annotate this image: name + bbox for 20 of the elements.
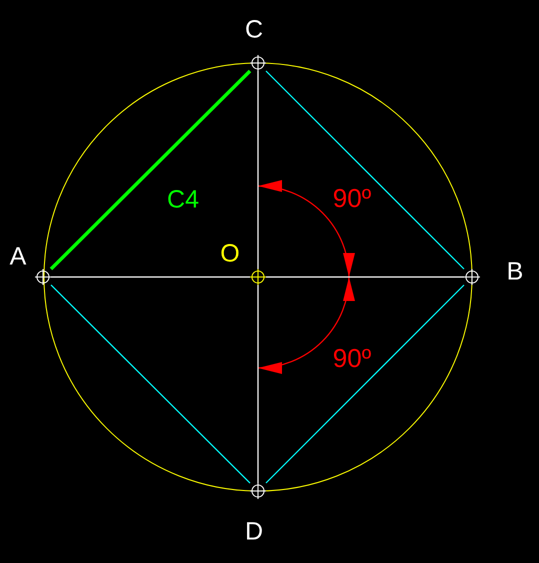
line-segment: [257, 71, 259, 269]
line-segment: [266, 276, 464, 278]
point-marker: [250, 269, 266, 285]
line-segment: [266, 70, 464, 270]
line-segment: [51, 276, 250, 278]
point-marker: [250, 55, 266, 71]
point-marker: [35, 269, 51, 285]
line-segment: [266, 284, 464, 484]
point-label: O: [220, 242, 240, 266]
point-label: A: [10, 244, 26, 270]
point-label: B: [506, 260, 524, 284]
angle-label: 90º: [332, 185, 372, 211]
point-label: C: [244, 18, 264, 42]
point-label: D: [244, 520, 264, 544]
point-marker: [464, 269, 480, 285]
line-segment: [50, 284, 250, 484]
point-marker: [250, 483, 266, 499]
angle-label: 90º: [332, 345, 372, 371]
line-segment: [257, 285, 259, 483]
line-segment: [50, 70, 252, 270]
